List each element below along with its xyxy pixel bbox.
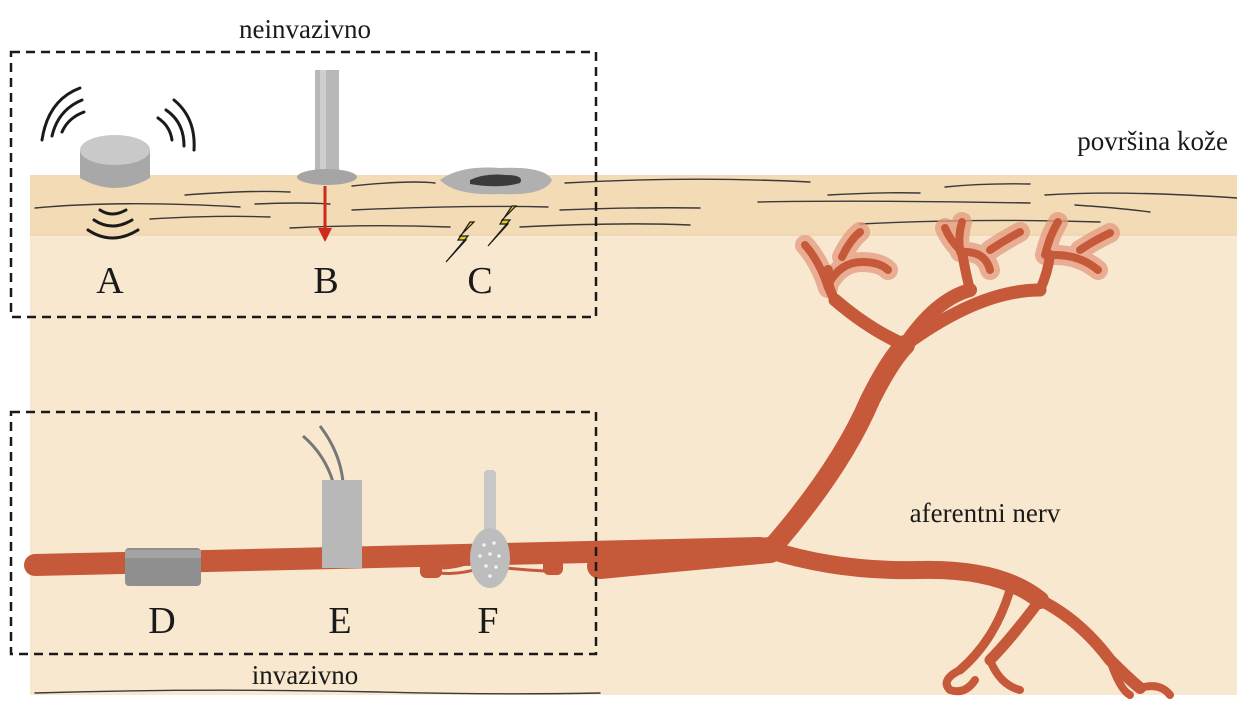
label-invasive: invazivno <box>252 660 358 690</box>
method-letter-e: E <box>328 600 351 642</box>
cuff-electrode-icon <box>125 548 201 586</box>
label-noninvasive: neinvazivno <box>239 14 371 44</box>
method-letter-f: F <box>477 600 498 642</box>
label-afferent-nerve: aferentni nerv <box>910 498 1061 528</box>
method-letter-c: C <box>467 260 492 302</box>
method-letter-b: B <box>313 260 338 302</box>
label-skin-surface: površina kože <box>1077 126 1228 156</box>
method-letter-d: D <box>148 600 175 642</box>
method-letter-a: A <box>96 260 124 302</box>
